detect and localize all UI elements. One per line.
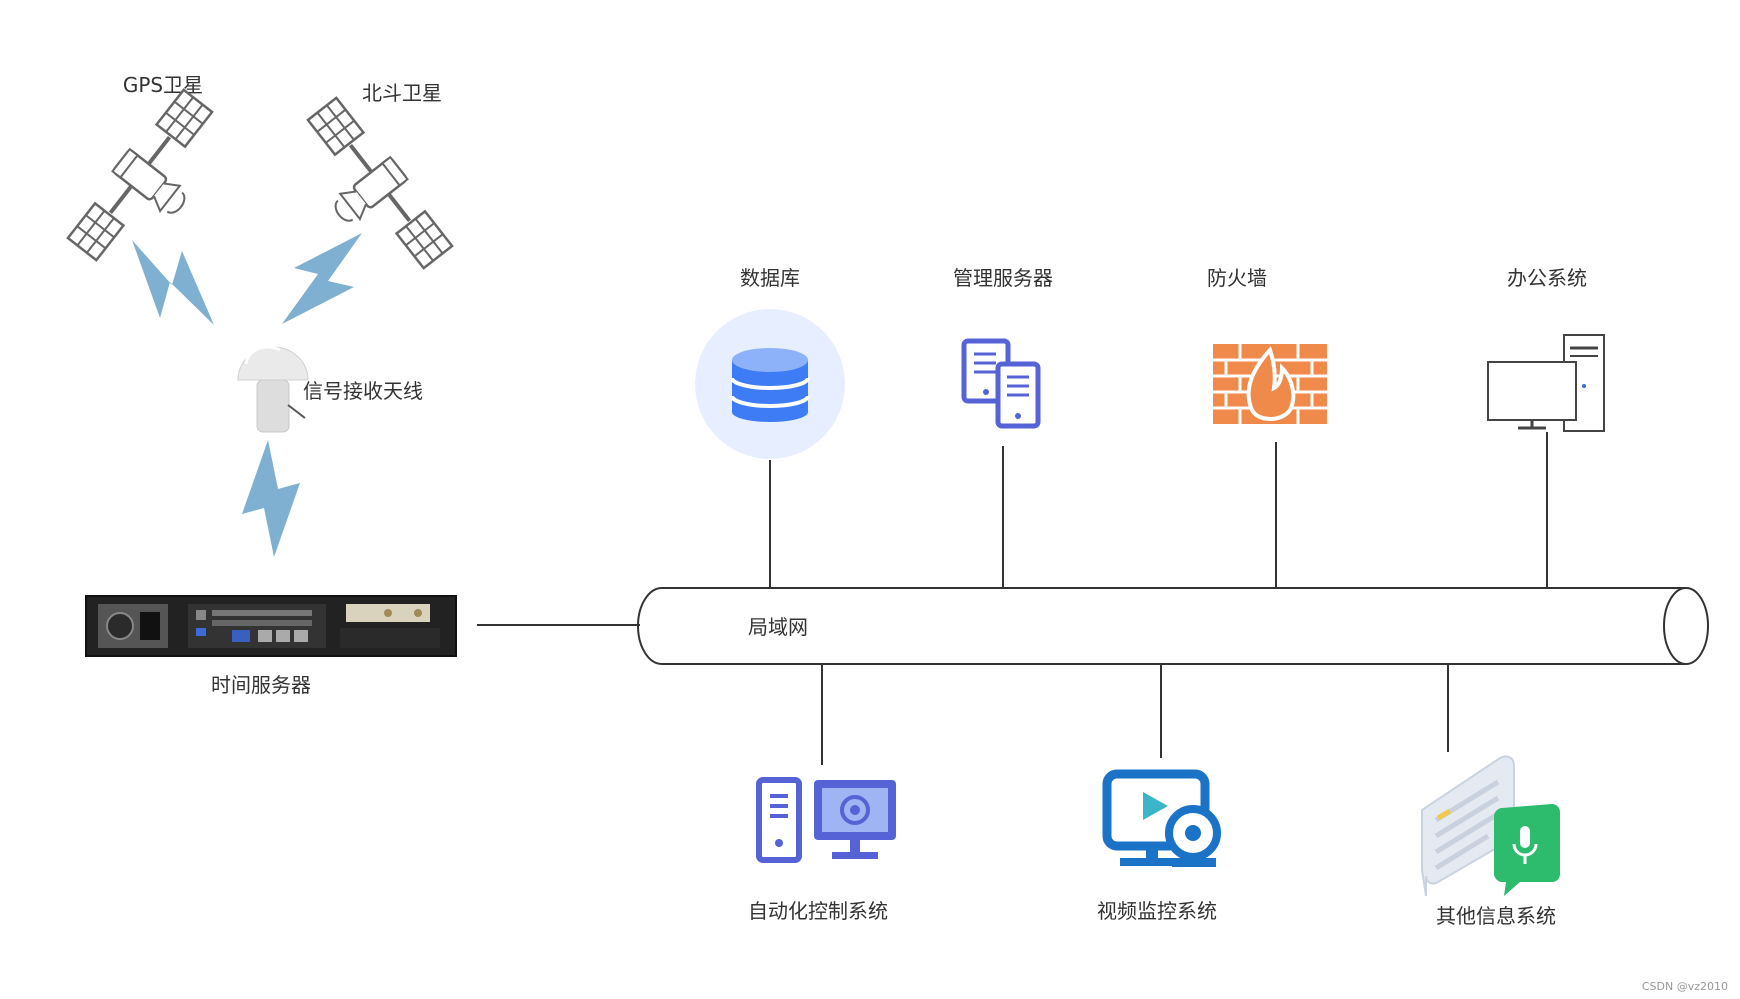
management-server-icon — [961, 338, 1041, 429]
database-label: 数据库 — [740, 266, 800, 290]
lan-bus — [637, 587, 1709, 665]
time-server-label: 时间服务器 — [211, 673, 311, 697]
signal-bolt-gps — [132, 240, 214, 325]
gps-satellite-icon — [63, 86, 239, 281]
beidou-satellite-icon — [281, 94, 457, 289]
firewall-label: 防火墙 — [1207, 266, 1267, 290]
automation-control-label: 自动化控制系统 — [748, 899, 888, 923]
watermark: CSDN @vz2010 — [1642, 980, 1728, 993]
signal-bolt-antenna — [242, 440, 300, 557]
time-server-icon — [85, 595, 457, 657]
antenna-label: 信号接收天线 — [303, 379, 423, 403]
management-server-label: 管理服务器 — [953, 266, 1053, 290]
office-system-icon — [1487, 334, 1605, 432]
signal-bolt-beidou — [282, 233, 362, 324]
video-surveillance-icon — [1102, 769, 1221, 867]
antenna-icon — [237, 345, 309, 433]
office-system-label: 办公系统 — [1507, 266, 1587, 290]
other-info-label: 其他信息系统 — [1436, 904, 1556, 928]
firewall-icon — [1213, 344, 1327, 424]
lan-label: 局域网 — [748, 615, 808, 639]
other-info-icon — [1421, 755, 1560, 897]
beidou-satellite-label: 北斗卫星 — [362, 81, 442, 105]
video-surveillance-label: 视频监控系统 — [1097, 899, 1217, 923]
automation-control-icon — [756, 777, 896, 863]
gps-satellite-label: GPS卫星 — [123, 73, 203, 97]
database-icon — [695, 309, 845, 459]
